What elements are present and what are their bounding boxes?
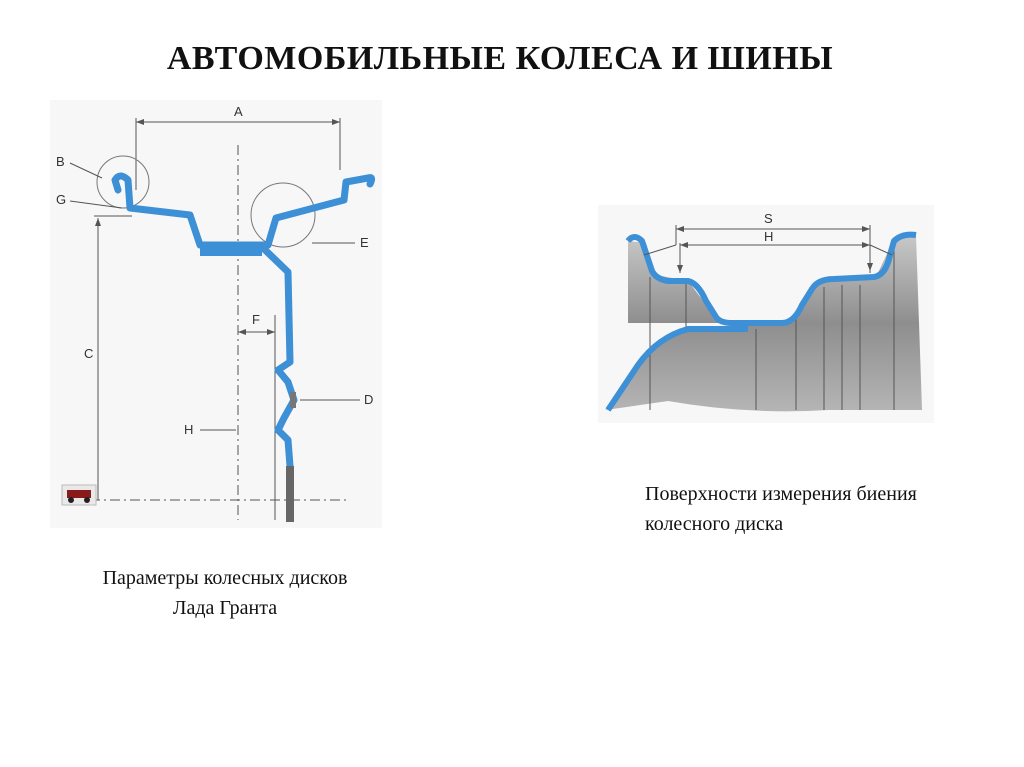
bolt-hole <box>290 392 296 408</box>
right-caption-line2: колесного диска <box>645 513 784 535</box>
dimension-f-arrow-right <box>267 329 275 335</box>
wheel-disc-parameters-diagram: A B G E C F D H <box>50 100 382 528</box>
left-caption-line2: Лада Гранта <box>172 597 278 619</box>
label-b: B <box>56 154 65 169</box>
dimension-h-arrow-left <box>680 242 688 248</box>
detail-b-circle <box>96 155 150 209</box>
leader-s-right <box>869 244 893 256</box>
dimension-s-arrow-right <box>862 226 870 232</box>
dimension-h-arrow-down-left <box>677 265 683 273</box>
rim-well-flat <box>200 248 262 256</box>
label-s: S <box>764 211 773 226</box>
rim-inner-profile <box>605 326 748 412</box>
runout-measurement-diagram: S H <box>598 205 934 423</box>
slide-title: АВТОМОБИЛЬНЫЕ КОЛЕСА И ШИНЫ <box>166 40 834 77</box>
car-logo-icon <box>61 484 97 506</box>
dimension-a-arrow-right <box>332 119 340 125</box>
hub-flange <box>286 466 294 522</box>
label-h: H <box>184 422 193 437</box>
leader-s-left <box>643 244 677 256</box>
dimension-h-arrow-right <box>862 242 870 248</box>
disc-outline <box>258 243 298 470</box>
label-f: F <box>252 312 260 327</box>
label-d: D <box>364 392 373 407</box>
right-caption-line1: Поверхности измерения биения <box>645 483 917 505</box>
rim-outline <box>111 172 376 249</box>
label-c: C <box>84 346 93 361</box>
rim-outer-profile <box>625 231 917 326</box>
detail-e-circle <box>250 182 316 248</box>
dimension-f-arrow-left <box>238 329 246 335</box>
label-h-right: H <box>764 229 773 244</box>
leader-g <box>69 200 123 209</box>
leader-b <box>69 162 103 179</box>
left-figure-caption: Параметры колесных дисков Лада Гранта <box>55 563 395 623</box>
label-e: E <box>360 235 369 250</box>
rim-profile <box>111 172 376 470</box>
label-a: A <box>234 104 243 119</box>
left-figure-background <box>50 100 382 528</box>
dimension-s-arrow-left <box>676 226 684 232</box>
left-caption-line1: Параметры колесных дисков <box>102 567 348 589</box>
dimension-a-arrow-left <box>136 119 144 125</box>
dimension-c-arrow-top <box>95 218 101 226</box>
rim-ribs <box>649 245 895 410</box>
label-g: G <box>56 192 66 207</box>
right-figure-caption: Поверхности измерения биения колесного д… <box>645 479 1015 539</box>
dimension-h-arrow-down-right <box>867 263 873 271</box>
